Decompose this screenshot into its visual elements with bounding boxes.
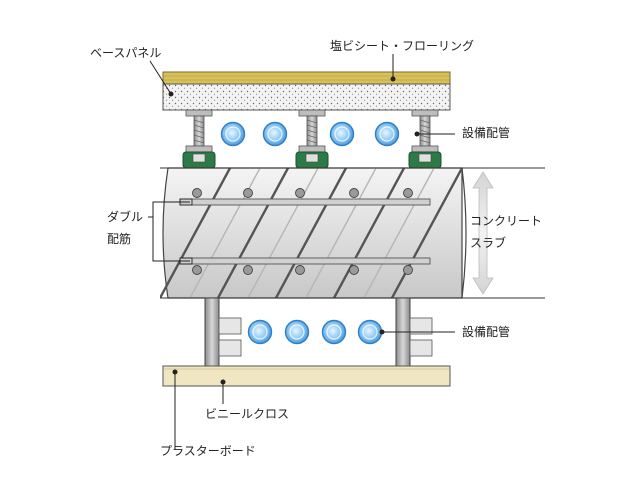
- label-concrete-2: スラブ: [470, 236, 507, 250]
- ceiling-hanger-left: [204, 297, 242, 367]
- pipe-upper-3: [329, 121, 355, 147]
- label-double-rebar-2: 配筋: [107, 232, 132, 246]
- label-piping-upper: 設備配管: [462, 126, 511, 140]
- plaster-board-layer: [162, 365, 451, 387]
- label-concrete-1: コンクリート: [470, 214, 543, 228]
- pipe-upper-4: [374, 121, 400, 147]
- pipe-lower-3: [321, 319, 347, 345]
- pipe-upper-1: [220, 121, 246, 147]
- pipe-lower-1: [247, 319, 273, 345]
- pipe-upper-2: [262, 121, 288, 147]
- slab-thickness-arrow: [472, 171, 494, 295]
- upper-pipes: [220, 121, 400, 147]
- floor-support-1: [182, 109, 216, 169]
- label-plaster-board: プラスターボード: [160, 444, 256, 458]
- leader-dots: [168, 76, 420, 385]
- label-piping-lower: 設備配管: [462, 325, 511, 339]
- lower-pipes: [247, 319, 383, 345]
- pipe-lower-4: [357, 319, 383, 345]
- label-vinyl-flooring: 塩ビシート・フローリング: [330, 39, 475, 53]
- label-vinyl-cloth: ビニールクロス: [205, 407, 290, 421]
- label-double-rebar-1: ダブル: [107, 210, 144, 224]
- leader-lines: [148, 54, 455, 450]
- floor-support-2: [295, 109, 329, 169]
- pipe-lower-2: [284, 319, 310, 345]
- vinyl-flooring-layer: [162, 71, 451, 85]
- floor-support-3: [408, 109, 442, 169]
- concrete-slab: [160, 167, 467, 299]
- label-base-panel: ベースパネル: [90, 46, 162, 60]
